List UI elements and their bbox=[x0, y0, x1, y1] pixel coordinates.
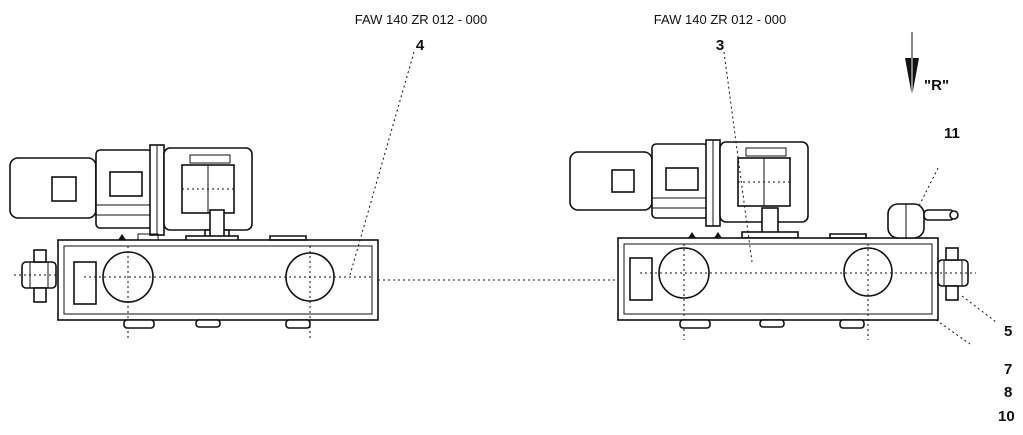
left-frame bbox=[57, 233, 379, 340]
left-gearbox bbox=[163, 147, 253, 243]
right-trolley-assembly bbox=[569, 51, 997, 345]
callout-11: 11 bbox=[944, 125, 960, 142]
leader-item-7 bbox=[935, 319, 971, 345]
part-number-right: FAW 140 ZR 012 - 000 bbox=[654, 12, 786, 27]
callout-7: 7 bbox=[1004, 361, 1012, 378]
leader-item-3 bbox=[723, 51, 753, 263]
leader-item-5 bbox=[961, 295, 997, 323]
right-buffer bbox=[930, 247, 976, 301]
item-label-4: 4 bbox=[416, 37, 425, 54]
left-trolley-assembly bbox=[9, 51, 415, 340]
right-motor bbox=[569, 139, 721, 227]
callout-10: 10 bbox=[998, 408, 1015, 425]
rail-clamp-item-11 bbox=[887, 167, 959, 239]
item-label-3: 3 bbox=[716, 37, 724, 54]
right-gearbox bbox=[719, 141, 809, 239]
callout-5: 5 bbox=[1004, 323, 1012, 340]
part-number-left: FAW 140 ZR 012 - 000 bbox=[355, 12, 487, 27]
view-label-r: "R" bbox=[924, 77, 949, 94]
view-arrow-r bbox=[905, 32, 919, 96]
left-buffer bbox=[14, 249, 58, 303]
leader-item-4 bbox=[349, 51, 415, 276]
callout-8: 8 bbox=[1004, 384, 1012, 401]
left-motor bbox=[9, 144, 165, 236]
right-frame bbox=[617, 232, 939, 340]
